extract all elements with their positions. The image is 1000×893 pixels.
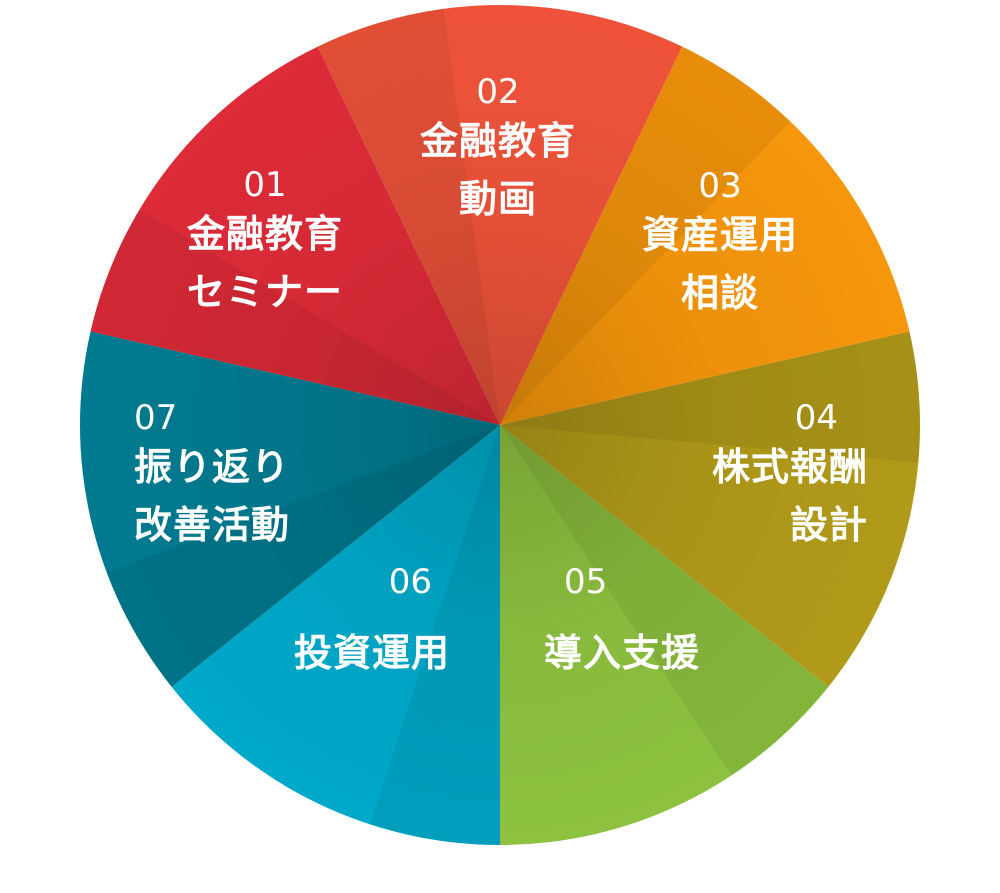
- segment-04-label: 04 株式報酬 設計: [712, 398, 868, 554]
- segment-number: 07: [133, 398, 178, 438]
- segment-number: 05: [563, 562, 608, 602]
- segment-title-line: セミナー: [186, 270, 344, 314]
- segment-number: 02: [476, 72, 520, 112]
- segment-number: 06: [388, 562, 433, 602]
- segment-title-line: 振り返り: [133, 445, 291, 489]
- segment-title-line: 相談: [680, 271, 760, 315]
- segment-02-label: 02 金融教育 動画: [420, 72, 576, 228]
- segment-05-label: 05 導入支援: [544, 562, 700, 682]
- segment-title-line: 金融教育: [419, 119, 577, 163]
- segment-title-line: 設計: [789, 503, 869, 547]
- segment-title-line: 金融教育: [186, 212, 344, 256]
- segment-title-line: 動画: [458, 177, 538, 221]
- segment-title-line: 導入支援: [543, 631, 701, 675]
- segment-title-line: 投資運用: [293, 631, 451, 675]
- segment-03-label: 03 資産運用 相談: [642, 166, 798, 322]
- segment-number: 01: [243, 165, 287, 205]
- segment-title-line: 改善活動: [133, 503, 291, 547]
- segment-title-line: 株式報酬: [711, 445, 869, 489]
- segment-01-label: 01 金融教育 セミナー: [187, 165, 343, 321]
- segment-title-line: 資産運用: [641, 213, 799, 257]
- segment-number: 03: [698, 166, 742, 206]
- segment-07-label: 07 振り返り 改善活動: [134, 398, 290, 554]
- segment-06-label: 06 投資運用: [294, 562, 450, 682]
- segment-number: 04: [794, 398, 839, 438]
- center-shading: [80, 5, 920, 845]
